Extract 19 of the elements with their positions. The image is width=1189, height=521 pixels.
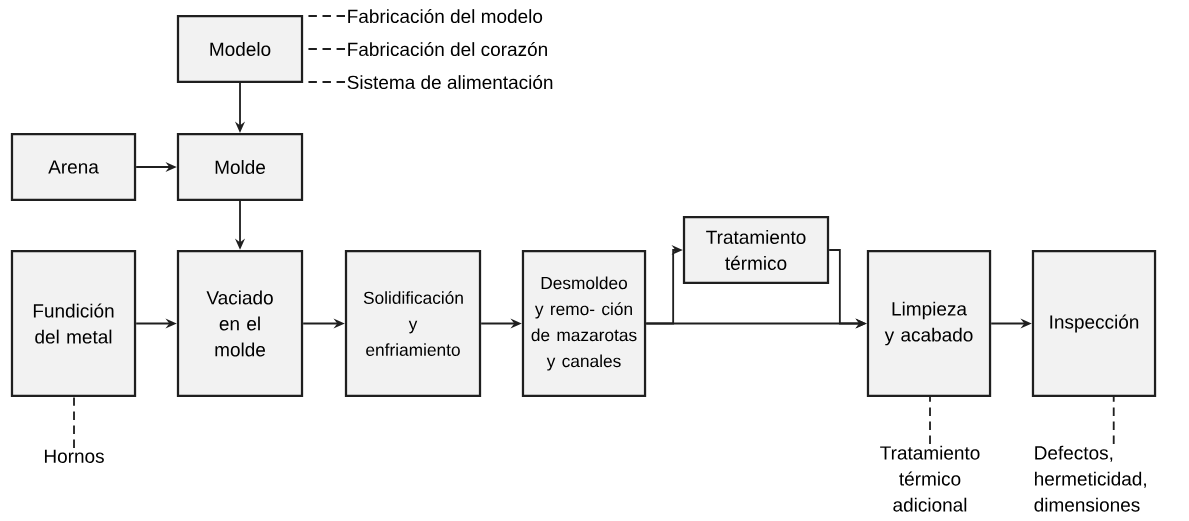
note-text: Defectos, hermeticidad, dimensiones xyxy=(1034,445,1146,512)
note-text: Hornos xyxy=(44,449,104,463)
note-text: Fabricación del modelo xyxy=(348,8,543,24)
note-text: Sistema de alimentación xyxy=(347,74,553,90)
leader-line xyxy=(73,396,75,449)
process-box: Vaciado en el molde xyxy=(176,249,304,398)
process-box: Solidificación y enfriamiento xyxy=(344,249,482,398)
process-box: Desmoldeo y remo- ción de mazarotas y canales xyxy=(521,249,647,398)
process-box: Limpieza y acabado xyxy=(866,249,992,398)
process-box: Fundición del metal xyxy=(10,249,137,398)
process-box: Tratamiento térmico xyxy=(682,215,830,285)
process-box: Modelo xyxy=(176,14,304,84)
leader-line xyxy=(929,396,931,445)
leader-line xyxy=(1112,396,1115,445)
process-box: Molde xyxy=(176,132,304,202)
note-text: Tratamiento térmico adicional xyxy=(880,445,980,512)
process-box: Inspección xyxy=(1031,249,1157,398)
note-text: Fabricación del corazón xyxy=(348,41,547,57)
process-box: Arena xyxy=(10,132,137,202)
